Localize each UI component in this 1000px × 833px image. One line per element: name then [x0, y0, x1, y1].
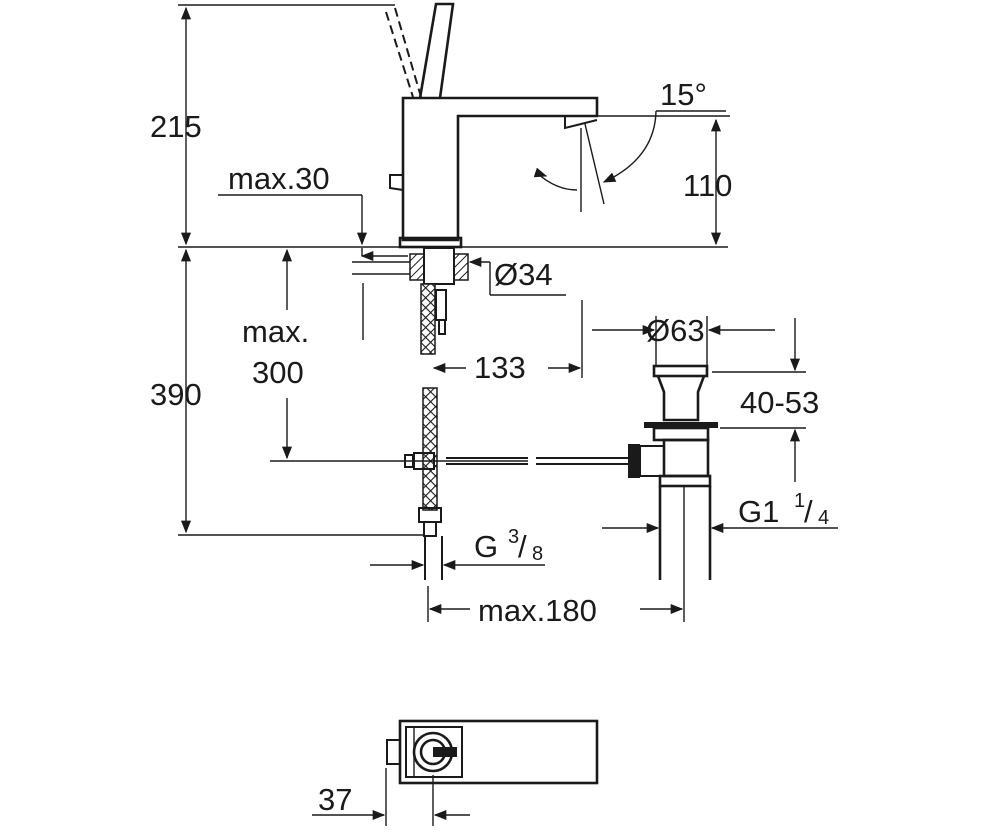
deck-section [352, 247, 469, 285]
faucet-top-view [386, 719, 599, 785]
dim-133: 133 [474, 350, 526, 385]
dim-thread-g1-num: 1 [794, 490, 805, 512]
dim-215: 215 [150, 109, 202, 144]
dim-thread-g1: G1 [738, 494, 779, 529]
dim-thread-g-den: 8 [532, 543, 543, 565]
dim-300: 300 [252, 355, 304, 390]
supply-hoses [418, 283, 447, 580]
dim-thread-g1-den: 4 [818, 507, 829, 529]
dim-37: 37 [318, 782, 352, 817]
svg-text:/: / [804, 494, 813, 529]
dim-diameter-34: Ø34 [494, 257, 553, 292]
dim-max-30: max.30 [228, 161, 330, 196]
dim-thread-g: G [474, 529, 498, 564]
svg-text:/: / [518, 529, 527, 564]
dim-110: 110 [683, 168, 732, 203]
waste-drain [628, 364, 718, 622]
dim-390: 390 [150, 377, 202, 412]
dim-max-label: max. [242, 314, 309, 349]
dim-max-180: max.180 [478, 593, 597, 628]
dim-15-degrees: 15° [660, 77, 707, 112]
dim-40-53: 40-53 [740, 385, 819, 420]
faucet-body [385, 2, 599, 249]
dim-diameter-63: Ø63 [646, 313, 705, 348]
dim-thread-g-num: 3 [508, 526, 519, 548]
